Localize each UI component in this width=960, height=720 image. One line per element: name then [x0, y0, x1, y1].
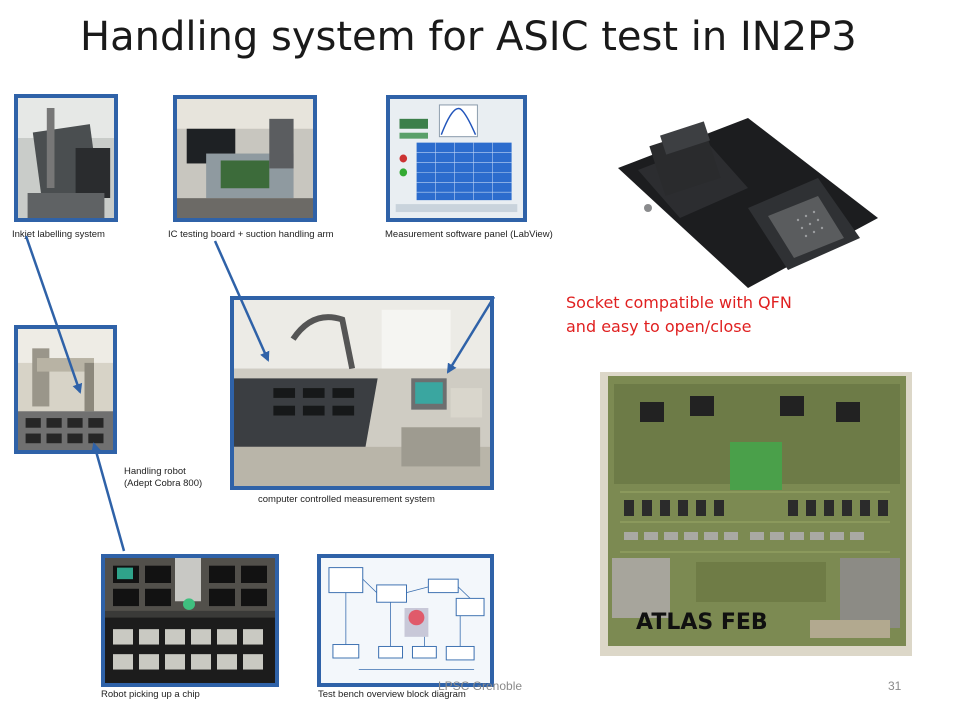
ic-testing-board-photo: [173, 95, 317, 222]
footer-lab-name: LPSC Grenoble: [438, 679, 523, 693]
measurement-panel-screenshot: [386, 95, 527, 222]
qfn-socket-photo: [598, 98, 884, 294]
measurement-system-photo: [230, 296, 494, 490]
robot-picking-chip-photo: [101, 554, 279, 687]
arrow-chip-to-robot: [91, 442, 126, 552]
measurement-panel-caption: Measurement software panel (LabView): [385, 229, 553, 240]
block-diagram-caption: Test bench overview block diagram: [318, 689, 466, 700]
socket-annotation: Socket compatible with QFN and easy to o…: [566, 291, 866, 339]
slide-title: Handling system for ASIC test in IN2P3: [80, 14, 857, 60]
handling-robot-model-caption: (Adept Cobra 800): [124, 478, 203, 489]
robot-picking-caption: Robot picking up a chip: [101, 689, 200, 700]
socket-annotation-line1: Socket compatible with QFN: [566, 293, 792, 312]
atlas-feb-board-photo: [600, 372, 912, 656]
inkjet-caption: Inkjet labelling system: [12, 229, 105, 240]
measurement-system-caption: computer controlled measurement system: [258, 494, 435, 505]
ic-testing-caption: IC testing board + suction handling arm: [168, 229, 334, 240]
page-number: 31: [888, 679, 902, 693]
socket-annotation-line2: and easy to open/close: [566, 317, 752, 336]
test-bench-block-diagram: [317, 554, 494, 687]
atlas-feb-label: ATLAS FEB: [636, 610, 768, 635]
handling-robot-photo: [14, 325, 117, 454]
handling-robot-caption: Handling robot: [124, 466, 186, 477]
inkjet-labelling-photo: [14, 94, 118, 222]
